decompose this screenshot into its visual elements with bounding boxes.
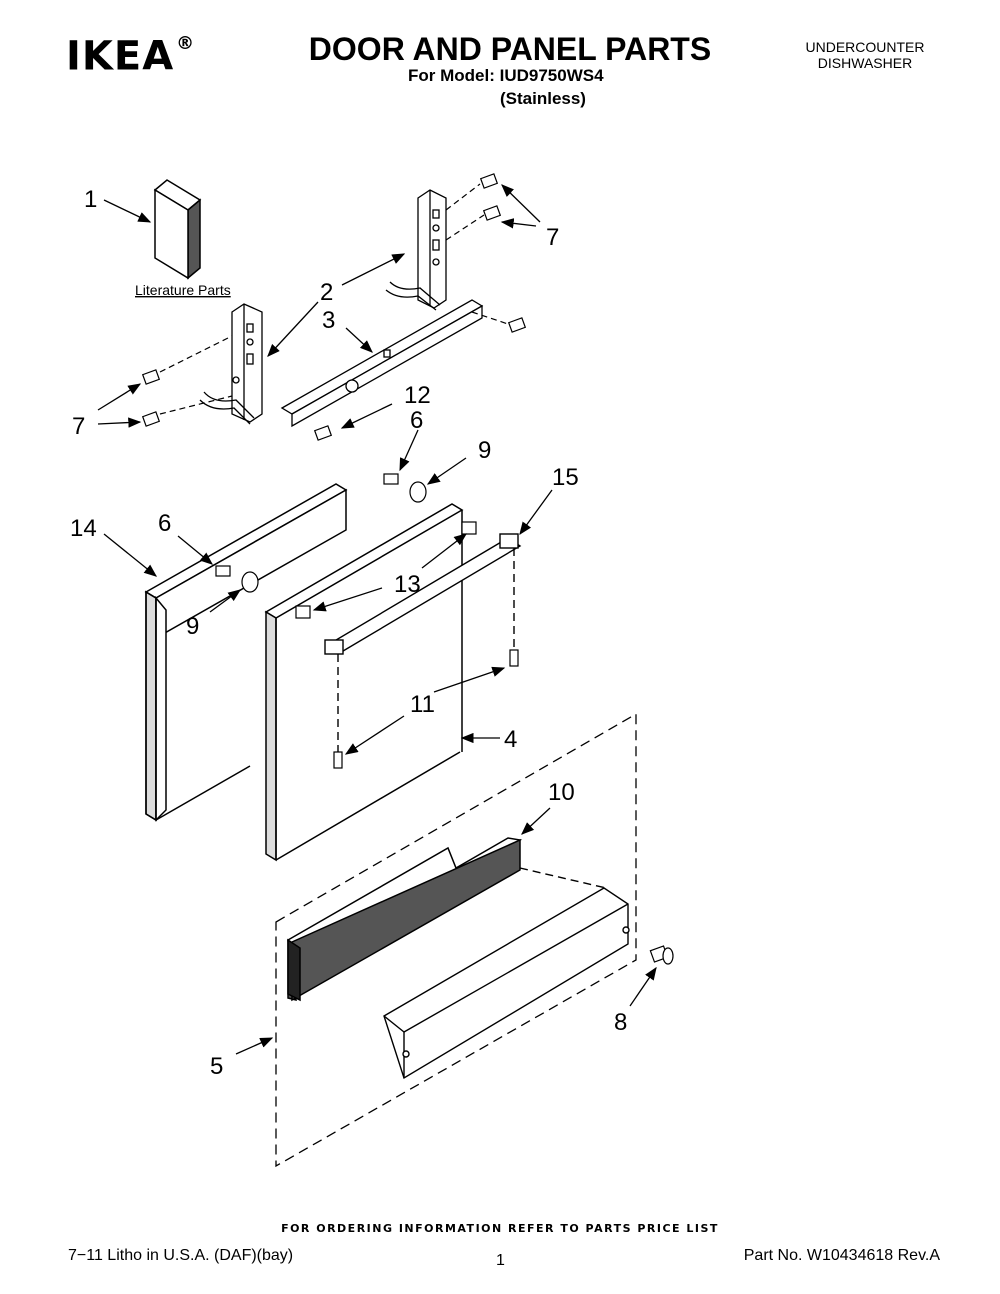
callout-13: 13 — [394, 571, 421, 598]
callout-11: 11 — [410, 691, 435, 718]
product-line-2: DISHWASHER — [817, 55, 913, 71]
door-panel — [144, 483, 348, 822]
part-number: Part No. W10434618 Rev.A — [743, 1247, 940, 1264]
page-title: DOOR AND PANEL PARTS — [308, 31, 712, 67]
callout-7-top: 7 — [546, 224, 559, 251]
callout-15: 15 — [552, 464, 579, 491]
brand-name: IKEA — [66, 33, 175, 80]
door-handle — [324, 533, 522, 760]
bracket-screws — [313, 311, 527, 441]
toe-panel-assembly-outline — [275, 712, 637, 1168]
outer-door — [264, 503, 464, 862]
callout-6-left: 6 — [158, 510, 171, 537]
hinge-bracket-left — [199, 303, 263, 425]
literature-booklet — [153, 179, 202, 280]
callout-7-left: 7 — [72, 413, 85, 440]
literature-parts-label: Literature Parts — [135, 282, 231, 298]
page-number: 1 — [496, 1252, 505, 1269]
handle-screws — [215, 473, 399, 577]
callout-12: 12 — [404, 382, 431, 409]
litho-note: 7−11 Litho in U.S.A. (DAF)(bay) — [68, 1247, 294, 1264]
callout-1: 1 — [84, 186, 97, 213]
hinge-screws-left — [141, 335, 233, 427]
hinge-bracket-right — [385, 189, 447, 311]
product-type: UNDERCOUNTER DISHWASHER — [780, 39, 950, 71]
door-mounting-bracket — [280, 299, 484, 428]
registered-mark: ® — [176, 33, 196, 54]
callout-2: 2 — [320, 279, 333, 306]
callout-3: 3 — [322, 307, 335, 334]
callout-9-left: 9 — [186, 613, 199, 640]
callout-5: 5 — [210, 1053, 223, 1080]
callout-10: 10 — [548, 779, 575, 806]
callout-8: 8 — [614, 1009, 627, 1036]
ikea-logo: IKEA® — [66, 30, 195, 76]
toe-panel-screw — [649, 945, 674, 965]
callout-leaders — [97, 184, 657, 1055]
model-line: For Model: IUD9750WS4 — [408, 66, 604, 85]
finish-line: (Stainless) — [500, 89, 586, 108]
handle-spacers — [295, 521, 477, 619]
callout-9-top: 9 — [478, 437, 491, 464]
toe-panel-insulation — [287, 837, 523, 1002]
hinge-screws-top — [445, 173, 502, 241]
handle-studs — [333, 649, 519, 769]
product-line-1: UNDERCOUNTER — [805, 39, 925, 55]
callout-14: 14 — [70, 515, 97, 542]
toe-panel — [383, 867, 630, 1080]
callout-6-top: 6 — [410, 407, 423, 434]
callout-4: 4 — [504, 726, 517, 753]
ordering-note: FOR ORDERING INFORMATION REFER TO PARTS … — [281, 1222, 719, 1235]
washers — [241, 481, 427, 593]
